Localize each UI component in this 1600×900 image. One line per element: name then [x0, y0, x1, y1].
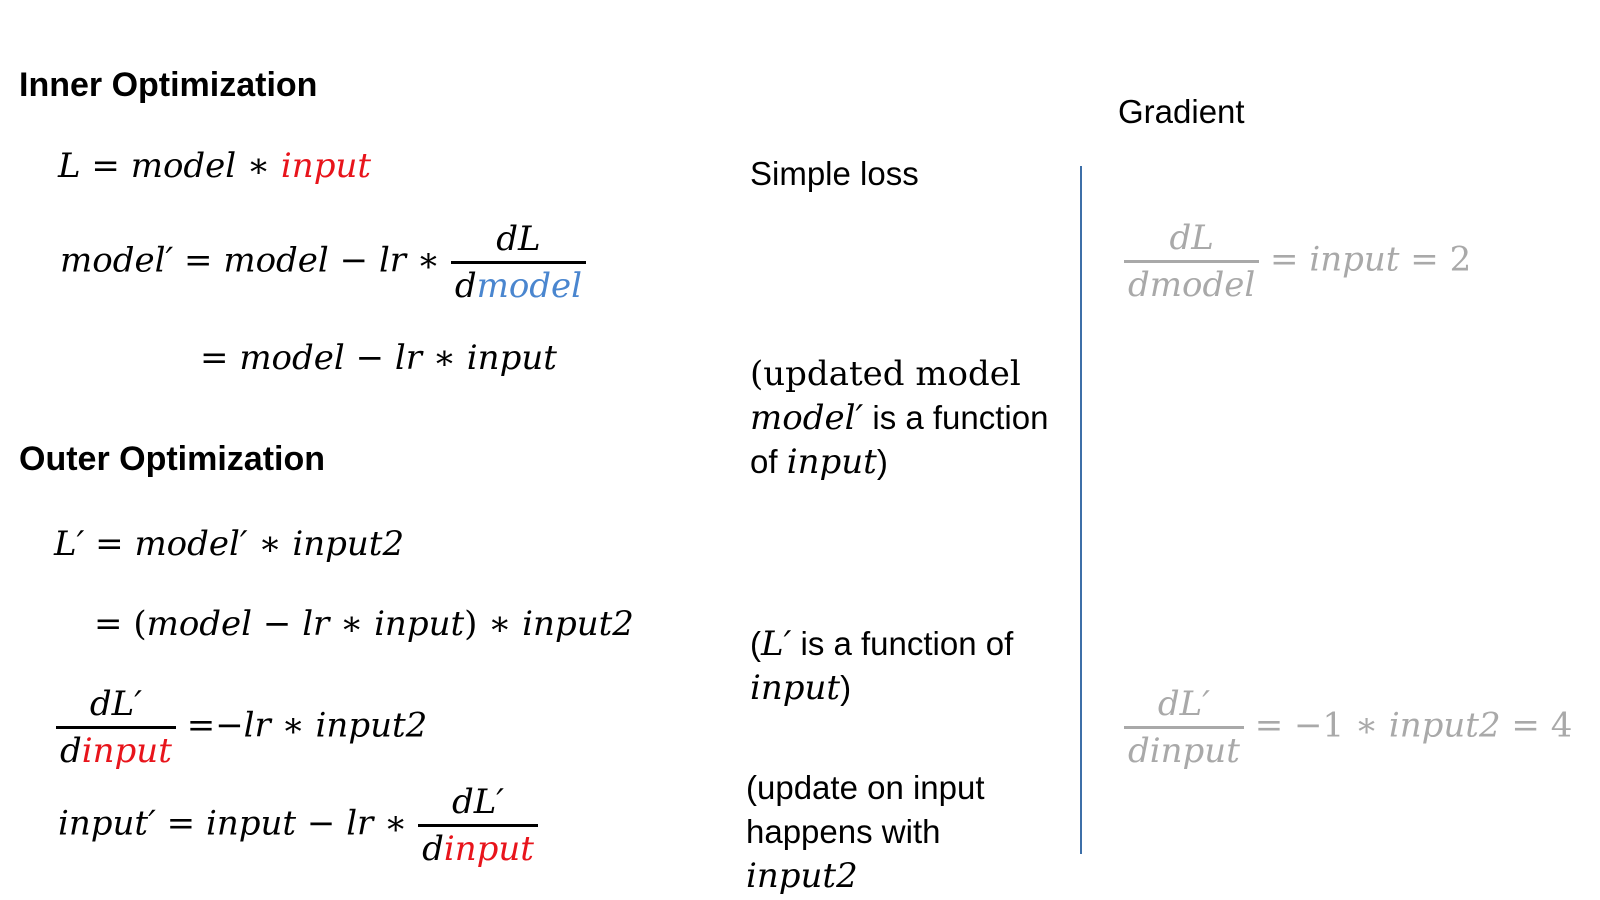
- outer-optimization-heading: Outer Optimization: [19, 440, 325, 478]
- gradient-dl-dmodel-fraction: dL dmodel: [1124, 216, 1260, 307]
- inner-expanded-equation: = model − lr ∗ input: [200, 338, 557, 378]
- outer-expanded-equation: = (model − lr ∗ input) ∗ input2: [94, 604, 634, 644]
- inner-update-equation: model′ = model − lr ∗ dL dmodel: [60, 217, 587, 308]
- gradient-input-equation: dL′ dinput = −1 ∗ input2 = 4: [1124, 682, 1572, 773]
- column-divider: [1080, 166, 1082, 854]
- gradient-dlprime-dinput-fraction: dL′ dinput: [1124, 682, 1244, 773]
- inner-optimization-heading: Inner Optimization: [19, 66, 318, 104]
- outer-loss-equation: L′ = model′ ∗ input2: [54, 524, 405, 564]
- input-update-note: (update on input happens with input2: [746, 769, 985, 896]
- gradient-model-equation: dL dmodel = input = 2: [1124, 216, 1471, 307]
- input-update-equation: input′ = input − lr ∗ dL′ dinput: [58, 780, 538, 871]
- outer-gradient-equation: dL′ dinput =−lr ∗ input2: [56, 682, 427, 773]
- simple-loss-note: Simple loss: [750, 155, 919, 192]
- gradient-heading: Gradient: [1118, 93, 1245, 130]
- dlprime-dinput-fraction: dL′ dinput: [56, 682, 176, 773]
- lprime-function-note: (L′ is a function of input): [750, 624, 1014, 708]
- dl-dmodel-fraction: dL dmodel: [450, 217, 587, 308]
- updated-model-note: (updated model model′ is a function of i…: [750, 354, 1049, 482]
- inner-loss-equation: L = model ∗ input: [58, 146, 372, 186]
- dlprime-dinput-fraction-2: dL′ dinput: [418, 780, 538, 871]
